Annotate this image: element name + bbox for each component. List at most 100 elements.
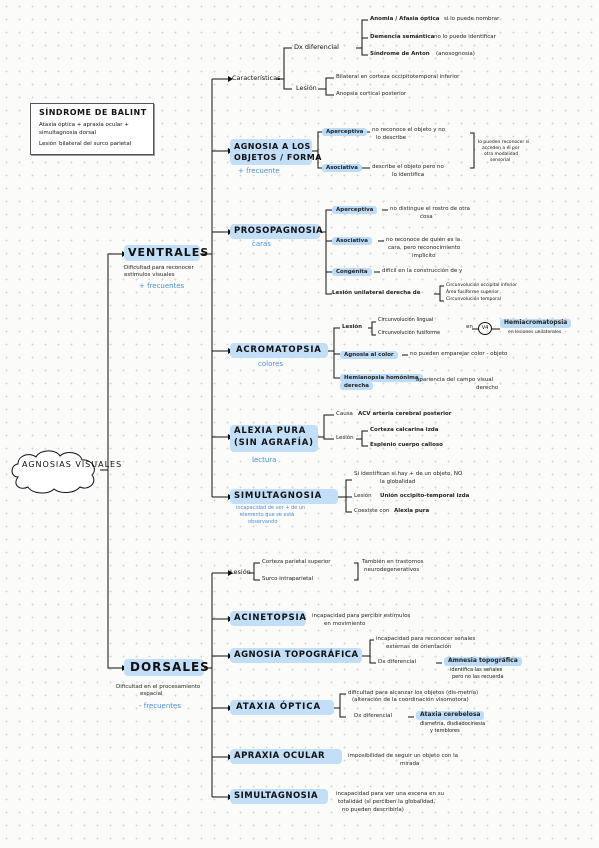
ataxia-title: ATAXIA ÓPTICA	[236, 702, 322, 712]
acro-l1: Circunvolución lingual	[378, 317, 434, 323]
prosopagnosia-sub: caras	[252, 240, 271, 248]
simult-dorsal-desc-1: incapacidad para ver una escena en su	[336, 791, 445, 797]
ataxia-highlight	[230, 700, 334, 715]
simult-ventral-desc-3: observando	[248, 519, 278, 525]
balint-line-1: Ataxia óptica + apraxia ocular +	[39, 122, 129, 128]
simult-ventral-d2b: Unión occipito-temporal izda	[380, 493, 470, 499]
simult-ventral-desc-1: incapacidad de ver + de un	[236, 505, 306, 511]
acinetopsia-title: ACINETOPSIA	[234, 613, 307, 623]
balint-line-3a: Lesión	[39, 141, 57, 147]
ataxia-desc-2: (alteración de la coordinación visomotor…	[352, 697, 469, 703]
dorsales-lesion-2: Surco intraparietal	[262, 576, 314, 582]
acro-hemianopsia-2: derecha	[340, 382, 373, 391]
ventrales-desc-1: Dificultad para reconocer	[124, 265, 194, 271]
ventrales-highlight	[124, 245, 200, 261]
simult-ventral-d2: Lesión	[354, 493, 372, 499]
acro-hemi-note: en lesiones unilaterales	[508, 330, 562, 335]
topografica-amnesia-desc-1: identifica las señales	[450, 667, 503, 673]
acro-hemianopsia-1: Hemianopsia homónima	[340, 374, 423, 383]
simult-dorsal-title: SIMULTAGNOSIA	[234, 791, 319, 801]
dorsales-desc-1: Dificultad en el procesamiento	[116, 684, 201, 690]
caracteristicas-label: Características	[232, 74, 281, 82]
balint-line-3b: bilateral del surco parietal	[59, 141, 132, 147]
acro-hemi: Hemiacromatopsia	[500, 319, 572, 328]
agnosia-objetos-title-2: OBJETOS / FORMA	[234, 153, 322, 162]
agnosia-objetos-freq: + frecuente	[238, 167, 280, 175]
proso-l1: Circunvolución occipital inferior	[446, 283, 518, 288]
root-title: AGNOSIAS VISUALES	[22, 460, 123, 469]
anomia-label: Anomia / Afasia óptica	[370, 16, 440, 22]
anomia-note: si lo puede nombrar	[444, 16, 500, 22]
objetos-note-4: sensorial	[490, 158, 511, 163]
dorsales-title: DORSALES	[130, 660, 210, 674]
acromatopsia-highlight	[230, 343, 328, 358]
objetos-note-3: otra modalidad	[484, 152, 519, 157]
alexia-l2: Esplenio cuerpo calloso	[370, 442, 443, 448]
topografica-amnesia: Amnesia topográfica	[444, 657, 522, 666]
apraxia-highlight	[230, 749, 342, 764]
apraxia-desc-1: imposibilidad de seguir un objeto con la	[348, 753, 458, 759]
ataxia-desc-1: dificultad para alcanzar los objetos (di…	[348, 690, 479, 696]
alexia-l1: Corteza calcarina izda	[370, 427, 439, 433]
agnosia-objetos-highlight	[230, 139, 312, 165]
lesion-1: Bilateral en corteza occipitotemporal in…	[336, 74, 460, 80]
ataxia-dx-desc-1: dismetría, disdiadocinesia	[420, 721, 486, 727]
ventrales-desc-2: estímulos visuales	[124, 272, 175, 278]
agnosia-objetos-title-1: AGNOSIA A LOS	[234, 142, 311, 151]
acro-lesion: Lesión	[342, 324, 363, 330]
dorsales-lesion-1: Corteza parietal superior	[262, 559, 331, 565]
lesion-label: Lesión	[296, 84, 317, 92]
simult-ventral-d1a: Si identifican si hay + de un objeto, NO	[354, 471, 463, 477]
acromatopsia-sub: colores	[258, 360, 284, 368]
acromatopsia-title: ACROMATOPSIA	[236, 345, 322, 355]
proso-aperceptiva: Aperceptiva	[332, 206, 378, 215]
dx-diferencial-label: Dx diferencial	[294, 43, 339, 51]
topografica-amnesia-desc-2: pero no las recuerda	[452, 674, 504, 680]
acro-en: en	[466, 324, 473, 330]
simult-dorsal-desc-2: totalidad (si perciben la globalidad,	[338, 799, 436, 805]
ataxia-dx: Dx diferencial	[354, 713, 393, 719]
dorsales-lesion-note-1: También en trastornos	[362, 559, 424, 565]
demencia-label: Demencia semántica	[370, 34, 435, 40]
balint-line-2: simultagnosia dorsal	[39, 130, 97, 136]
demencia-note: no lo puede identificar	[434, 34, 496, 40]
objetos-aperceptiva-desc-2: lo describe	[376, 135, 407, 141]
acinetopsia-desc-1: incapacidad para percibir estímulos	[312, 613, 411, 619]
dorsales-lesion: Lesión	[230, 568, 251, 576]
acro-l2: Circunvolución fusiforme	[378, 330, 441, 336]
acro-hemi-desc-1: apariencia del campo visual	[416, 377, 494, 383]
lesion-2: Anopsia cortical posterior	[336, 91, 407, 97]
anton-note: (anosognosia)	[436, 51, 475, 57]
balint-title: SÍNDROME DE BALINT	[39, 108, 147, 117]
objetos-asociativa-desc-2: lo identifica	[392, 172, 425, 178]
prosopagnosia-title: PROSOPAGNOSIA	[234, 226, 324, 236]
proso-congenita: Congénita	[332, 268, 372, 277]
acro-agnosia-color-desc: no pueden emparejar color - objeto	[410, 351, 508, 357]
ataxia-dx-desc-2: y temblores	[430, 728, 460, 734]
proso-congenita-desc: difícil en la construcción de y	[382, 268, 463, 274]
topografica-desc-1: incapacidad para reconocer señales	[376, 636, 476, 642]
anton-label: Síndrome de Anton	[370, 51, 430, 57]
acro-v4-circle: V4	[478, 322, 492, 335]
simult-ventral-d3: Coexiste con	[354, 508, 390, 514]
acinetopsia-highlight	[230, 611, 306, 626]
proso-asociativa-desc-2: cara, pero reconocimiento	[388, 245, 461, 251]
proso-aperceptiva-desc-1: no distingue el rostro de otra	[390, 206, 470, 212]
dorsales-highlight	[124, 659, 204, 676]
objetos-aperceptiva: Aperceptiva	[322, 128, 368, 137]
proso-l3: Circunvolución temporal	[446, 297, 501, 302]
objetos-note-2: acceden a él por	[482, 146, 520, 151]
ventrales-title: VENTRALES	[128, 246, 210, 259]
ataxia-dx-val: Ataxia cerebelosa	[416, 711, 485, 720]
topografica-title: AGNOSIA TOPOGRÁFICA	[234, 650, 359, 660]
proso-l2: Área fusiforme superior	[446, 290, 500, 295]
apraxia-desc-2: mirada	[400, 761, 420, 767]
proso-asociativa: Asociativa	[332, 237, 372, 246]
ventrales-freq: + frecuentes	[139, 282, 185, 290]
alexia-highlight	[230, 425, 318, 452]
objetos-asociativa-desc-1: describe el objeto pero no	[372, 164, 444, 170]
alexia-causa: Causa	[336, 411, 353, 417]
alexia-sub: lectura	[252, 456, 277, 464]
simult-ventral-desc-2: elemento que se está	[240, 512, 295, 518]
